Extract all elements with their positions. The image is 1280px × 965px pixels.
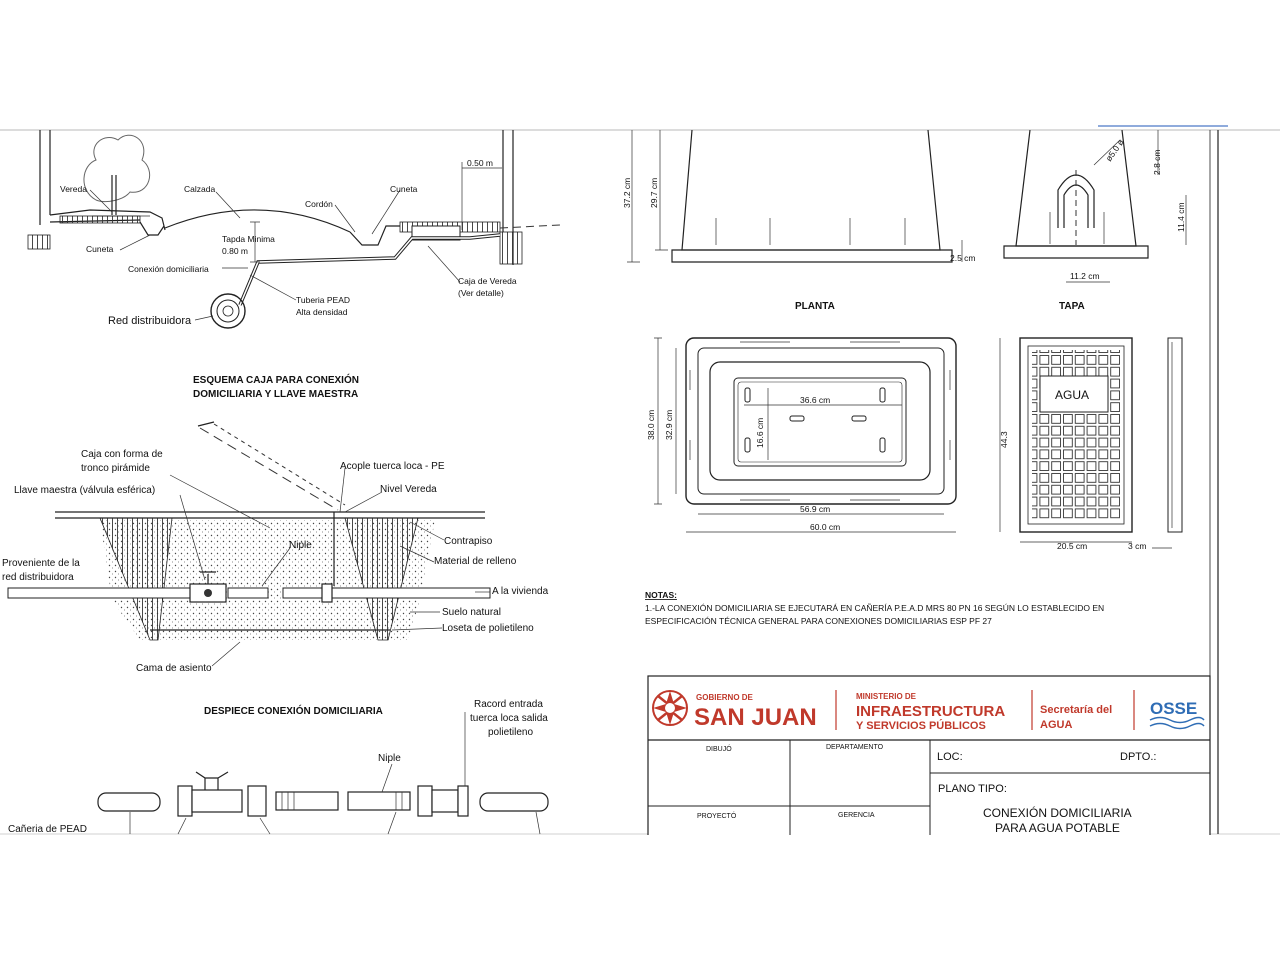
ministry-line-2: INFRAESTRUCTURA	[856, 703, 1005, 720]
label-proveniente-2: red distribuidora	[2, 572, 74, 583]
title-block: GOBIERNO DE SAN JUAN MINISTERIO DE INFRA…	[647, 675, 1211, 835]
title-esquema-1: ESQUEMA CAJA PARA CONEXIÓN	[193, 373, 359, 386]
label-racord-2: tuerca loca salida	[470, 713, 548, 724]
dim-25: 2.5 cm	[950, 253, 976, 263]
note-line-2: ESPECIFICACIÓN TÉCNICA GENERAL PARA CONE…	[645, 616, 992, 626]
box-elevations: 37.2 cm 29.7 cm 2.5 cm PLANTA 2.8 cm 11.…	[622, 130, 1187, 626]
dim-297: 29.7 cm	[649, 178, 659, 208]
label-niple-b: Niple	[289, 540, 312, 551]
label-vivienda: A la vivienda	[492, 586, 549, 597]
dim-166: 16.6 cm	[755, 418, 765, 448]
dim-28: 2.8 cm	[1152, 149, 1162, 175]
label-cuneta-right: Cuneta	[390, 184, 418, 194]
gov-small: GOBIERNO DE	[696, 693, 754, 702]
parts-breakdown: DESPIECE CONEXIÓN DOMICILIARIA Racord en…	[8, 699, 549, 835]
dim-443: 44.3	[999, 431, 1009, 448]
label-nivel: Nivel Vereda	[380, 484, 437, 495]
label-contrapiso: Contrapiso	[444, 536, 493, 547]
field-departamento: DEPARTAMENTO	[826, 744, 884, 751]
dim-372: 37.2 cm	[622, 178, 632, 208]
dim-600: 60.0 cm	[810, 522, 840, 532]
dim-329: 32.9 cm	[664, 410, 674, 440]
dim-112: 11.2 cm	[1070, 271, 1100, 281]
field-dibujo: DIBUJÓ	[706, 744, 732, 753]
ministry-line-3: Y SERVICIOS PÚBLICOS	[856, 719, 986, 732]
dim-380: 38.0 cm	[646, 410, 656, 440]
label-tapada-2: 0.80 m	[222, 246, 248, 256]
label-tuberia-1: Tuberia PEAD	[296, 295, 350, 305]
label-planta: PLANTA	[795, 301, 835, 312]
label-agua: AGUA	[1055, 388, 1089, 402]
label-cordon: Cordón	[305, 199, 333, 209]
label-racord-3: polietileno	[488, 727, 533, 738]
label-caja-2: (Ver detalle)	[458, 288, 504, 298]
plan-title-1: CONEXIÓN DOMICILIARIA	[983, 805, 1132, 820]
label-cuneta-left: Cuneta	[86, 244, 114, 254]
field-proyecto: PROYECTÓ	[697, 811, 737, 820]
label-tuberia-2: Alta densidad	[296, 307, 348, 317]
dim-569: 56.9 cm	[800, 504, 830, 514]
san-juan-logo-icon	[652, 690, 688, 726]
label-tapa: TAPA	[1059, 301, 1085, 312]
title-esquema-2: DOMICILIARIA Y LLAVE MAESTRA	[193, 389, 358, 400]
label-acople: Acople tuerca loca - PE	[340, 461, 445, 472]
dim-3: 3 cm	[1128, 541, 1146, 551]
label-dim-050: 0.50 m	[467, 158, 493, 168]
ministry-line-1: MINISTERIO DE	[856, 692, 917, 701]
label-proveniente-1: Proveniente de la	[2, 558, 80, 569]
dim-205: 20.5 cm	[1057, 541, 1087, 551]
label-red: Red distribuidora	[108, 315, 192, 327]
field-plano-tipo: PLANO TIPO:	[938, 783, 1007, 795]
gov-big: SAN JUAN	[694, 704, 817, 731]
label-racord-1: Racord entrada	[474, 699, 543, 710]
label-cama: Cama de asiento	[136, 663, 212, 674]
note-line-1: 1.-LA CONEXIÓN DOMICILIARIA SE EJECUTARÁ…	[645, 603, 1104, 613]
secretaria-line-1: Secretaría del	[1040, 704, 1112, 716]
label-caja-forma-1: Caja con forma de	[81, 449, 163, 460]
dim-114: 11.4 cm	[1176, 202, 1186, 232]
label-caneria: Cañeria de PEAD	[8, 824, 87, 835]
label-niple-c: Niple	[378, 753, 401, 764]
street-cross-section: Vereda Calzada Cordón Cuneta Cuneta Tapd…	[27, 130, 561, 329]
label-vereda: Vereda	[60, 184, 87, 194]
field-gerencia: GERENCIA	[838, 812, 875, 819]
label-loseta: Loseta de polietileno	[442, 623, 534, 634]
label-caja-forma-2: tronco pirámide	[81, 463, 150, 474]
dim-r: ø5.0 ø	[1103, 137, 1125, 163]
field-loc: LOC:	[937, 751, 963, 763]
title-despiece: DESPIECE CONEXIÓN DOMICILIARIA	[204, 704, 383, 717]
dim-366: 36.6 cm	[800, 395, 830, 405]
osse-wave-icon	[1149, 716, 1205, 724]
plan-title-2: PARA AGUA POTABLE	[995, 821, 1120, 835]
box-scheme: ESQUEMA CAJA PARA CONEXIÓN DOMICILIARIA …	[2, 373, 549, 674]
secretaria-line-2: AGUA	[1040, 719, 1072, 731]
osse-logo-text: OSSE	[1150, 699, 1197, 718]
label-suelo: Suelo natural	[442, 607, 501, 618]
label-conexion: Conexión domiciliaria	[128, 264, 209, 274]
label-caja-1: Caja de Vereda	[458, 276, 517, 286]
label-llave: Llave maestra (válvula esférica)	[14, 485, 155, 496]
label-calzada: Calzada	[184, 184, 215, 194]
field-dpto: DPTO.:	[1120, 751, 1156, 763]
notes-title: NOTAS:	[645, 590, 677, 600]
label-relleno: Material de relleno	[434, 556, 517, 567]
label-tapada-1: Tapda Minima	[222, 234, 275, 244]
